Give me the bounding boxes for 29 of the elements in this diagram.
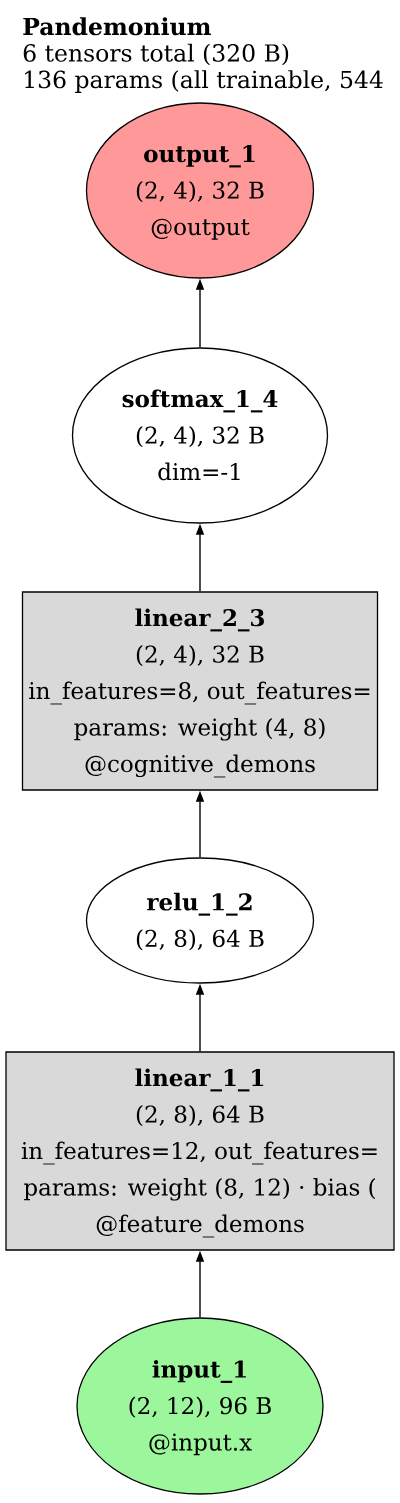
node-detail: (2, 4), 32 B [136,181,264,203]
node-title: softmax_1_4 [122,389,278,413]
layer-box [21,591,379,791]
node-title: output_1 [144,144,255,168]
node-detail: @feature_demons [96,1214,304,1238]
tensor-ellipse [76,1317,324,1495]
node-detail: @cognitive_demons [85,754,315,778]
node-detail: in_features=12, out_features= [21,1141,377,1165]
node-title: input_1 [152,1360,246,1383]
node-detail: (2, 8), 64 B [136,1105,264,1127]
node-title: linear_2_3 [135,608,264,632]
diagram-title: Pandemonium [23,17,211,36]
node-detail: (2, 8), 64 B [136,929,264,951]
node-title: relu_1_2 [147,892,252,916]
summary-line: 6 tensors total (320 B) [23,43,289,66]
tensor-ellipse [85,857,315,984]
tensor-ellipse [71,347,329,524]
node-detail: @output [151,218,250,240]
node-detail: (2, 4), 32 B [136,645,264,667]
node-detail: (2, 12), 96 B [129,1396,271,1418]
node-detail: @input.x [149,1433,252,1456]
node-title: linear_1_1 [135,1068,264,1092]
node-detail: params: weight (8, 12) · bias ( [24,1178,375,1201]
layer-box [5,1051,395,1251]
node-detail: dim=-1 [158,462,240,481]
node-detail: params: weight (4, 8) [74,718,325,741]
tensor-ellipse [85,102,315,279]
node-detail: (2, 4), 32 B [136,426,264,448]
node-detail: in_features=8, out_features= [29,681,370,705]
